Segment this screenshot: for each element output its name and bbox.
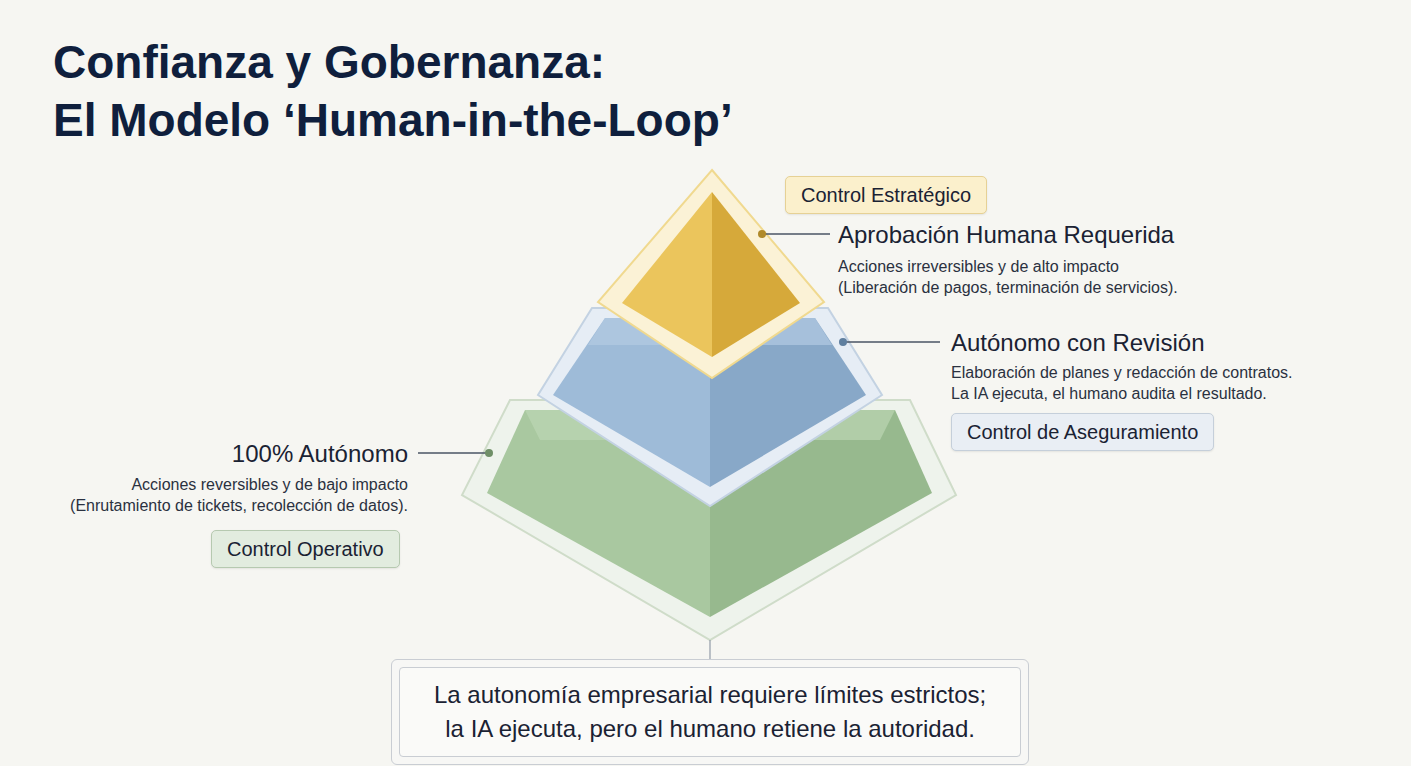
leader-dot bbox=[758, 230, 766, 238]
tier-description: Elaboración de planes y redacción de con… bbox=[951, 363, 1293, 405]
control-tag: Control Estratégico bbox=[785, 176, 987, 214]
tier-description: Acciones reversibles y de bajo impacto (… bbox=[70, 475, 408, 517]
control-tag: Control Operativo bbox=[211, 530, 400, 568]
control-tag-text: Control de Aseguramiento bbox=[967, 420, 1198, 444]
tier-description: Acciones irreversibles y de alto impacto… bbox=[838, 257, 1178, 299]
apex-face bbox=[712, 192, 800, 357]
diagram-title: Confianza y Gobernanza: El Modelo ‘Human… bbox=[53, 34, 733, 150]
control-tag-text: Control Operativo bbox=[227, 537, 384, 561]
tier-heading: 100% Autónomo bbox=[232, 440, 408, 469]
control-tag-text: Control Estratégico bbox=[801, 183, 971, 207]
leader-dot bbox=[485, 449, 493, 457]
summary-box: La autonomía empresarial requiere límite… bbox=[391, 659, 1029, 765]
control-tag: Control de Aseguramiento bbox=[951, 413, 1214, 451]
tier-heading: Aprobación Humana Requerida bbox=[838, 221, 1174, 250]
leader-line bbox=[709, 640, 710, 659]
apex-face bbox=[622, 192, 712, 357]
leader-dot bbox=[839, 338, 847, 346]
summary-text: La autonomía empresarial requiere límite… bbox=[434, 678, 986, 746]
leader-line bbox=[843, 341, 940, 342]
tier-heading: Autónomo con Revisión bbox=[951, 329, 1204, 358]
leader-line bbox=[762, 233, 830, 234]
leader-line bbox=[418, 452, 489, 453]
summary-inner-frame: La autonomía empresarial requiere límite… bbox=[399, 667, 1021, 757]
